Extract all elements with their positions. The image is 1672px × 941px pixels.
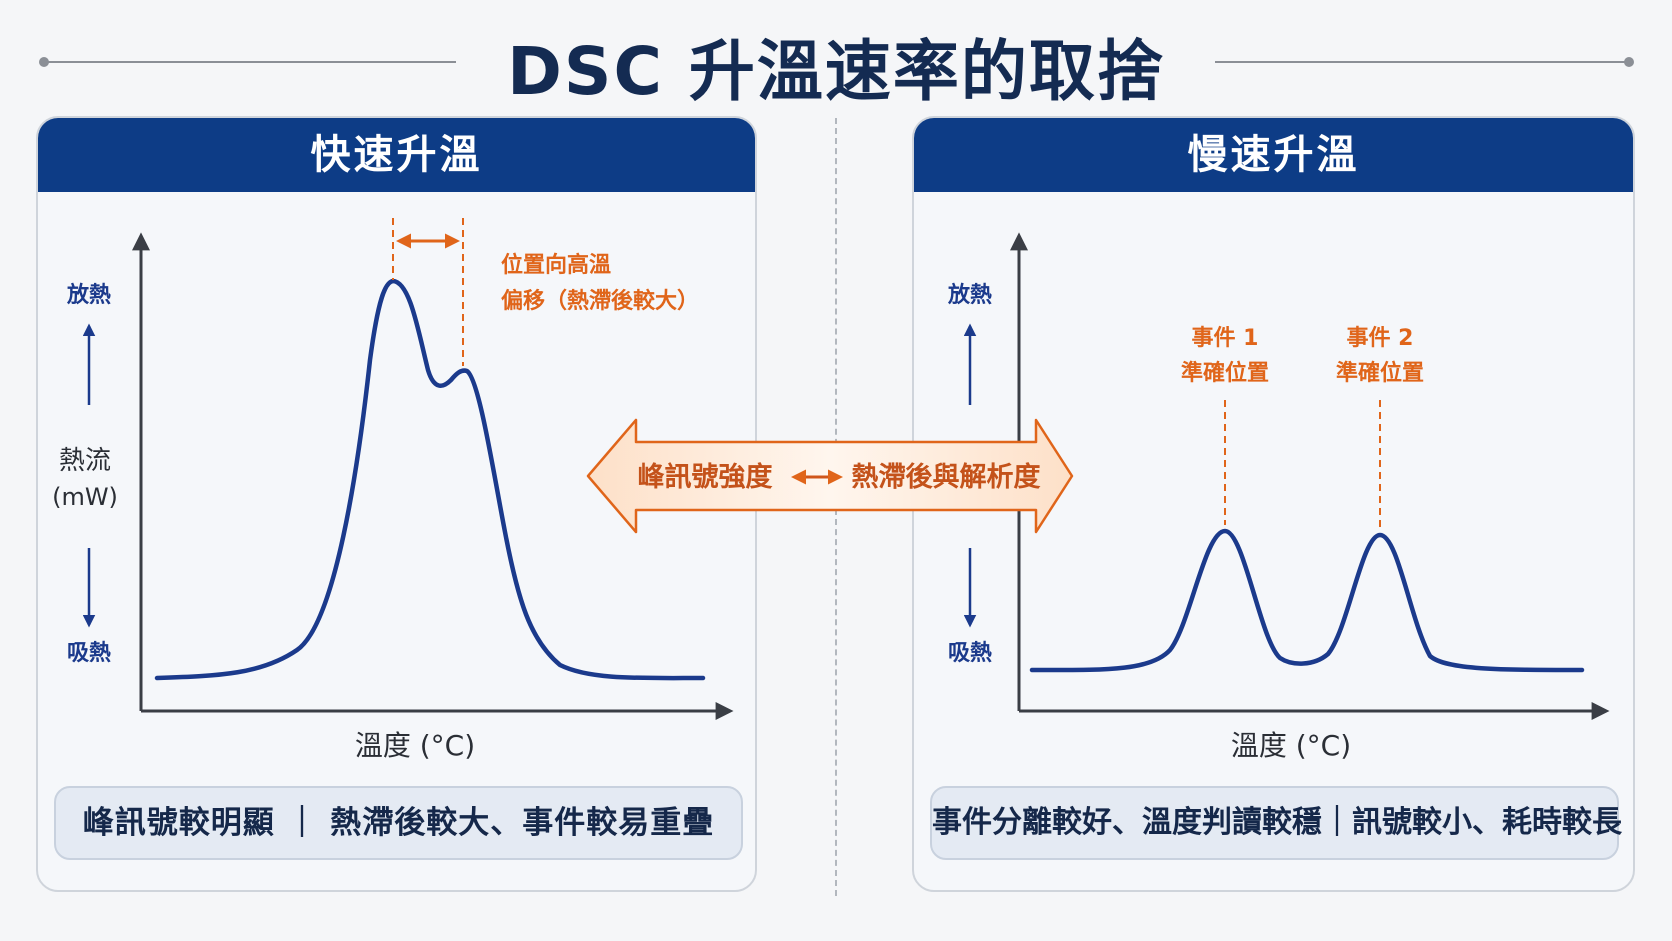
fast-y-mid-label: 熱流	[59, 446, 111, 476]
title-divider-right	[1215, 61, 1627, 63]
event2-label: 事件 2	[1347, 325, 1414, 351]
slow-heating-curve	[1029, 528, 1585, 673]
fast-x-label: 溫度 (°C)	[355, 729, 475, 762]
fast-heating-header: 快速升溫	[38, 118, 755, 192]
shift-annotation-line2: 偏移（熱滯後較大）	[501, 288, 699, 314]
fast-y-bottom-label: 吸熱	[67, 640, 111, 666]
slow-heating-summary: 事件分離較好、溫度判讀較穩｜訊號較小、耗時較長	[930, 786, 1622, 860]
event1-label: 事件 1	[1192, 325, 1259, 351]
event1-sublabel: 準確位置	[1181, 360, 1269, 386]
shift-annotation-line1: 位置向高溫	[501, 252, 611, 278]
slow-heating-header: 慢速升溫	[914, 118, 1633, 192]
event2-sublabel: 準確位置	[1336, 360, 1424, 386]
fast-y-top-label: 放熱	[66, 282, 111, 308]
page-title: DSC 升溫速率的取捨	[507, 33, 1165, 110]
fast-heating-curve	[154, 278, 706, 681]
fast-heating-summary: 峰訊號較明顯 ｜ 熱滯後較大、事件較易重疊	[54, 786, 743, 860]
slow-x-label: 溫度 (°C)	[1231, 729, 1351, 762]
tradeoff-left-text: 峰訊號強度	[638, 461, 773, 493]
slow-y-top-label: 放熱	[947, 282, 992, 308]
slow-heating-panel: 慢速升溫 事件分離較好、溫度判讀較穩｜訊號較小、耗時較長	[912, 116, 1635, 892]
title-divider-right-dot	[1624, 57, 1634, 67]
title-divider-left	[44, 61, 456, 63]
fast-y-unit: (mW)	[52, 483, 118, 511]
slow-y-bottom-label: 吸熱	[948, 640, 992, 666]
title-divider-left-dot	[39, 57, 49, 67]
tradeoff-right-text: 熱滯後與解析度	[852, 461, 1041, 493]
